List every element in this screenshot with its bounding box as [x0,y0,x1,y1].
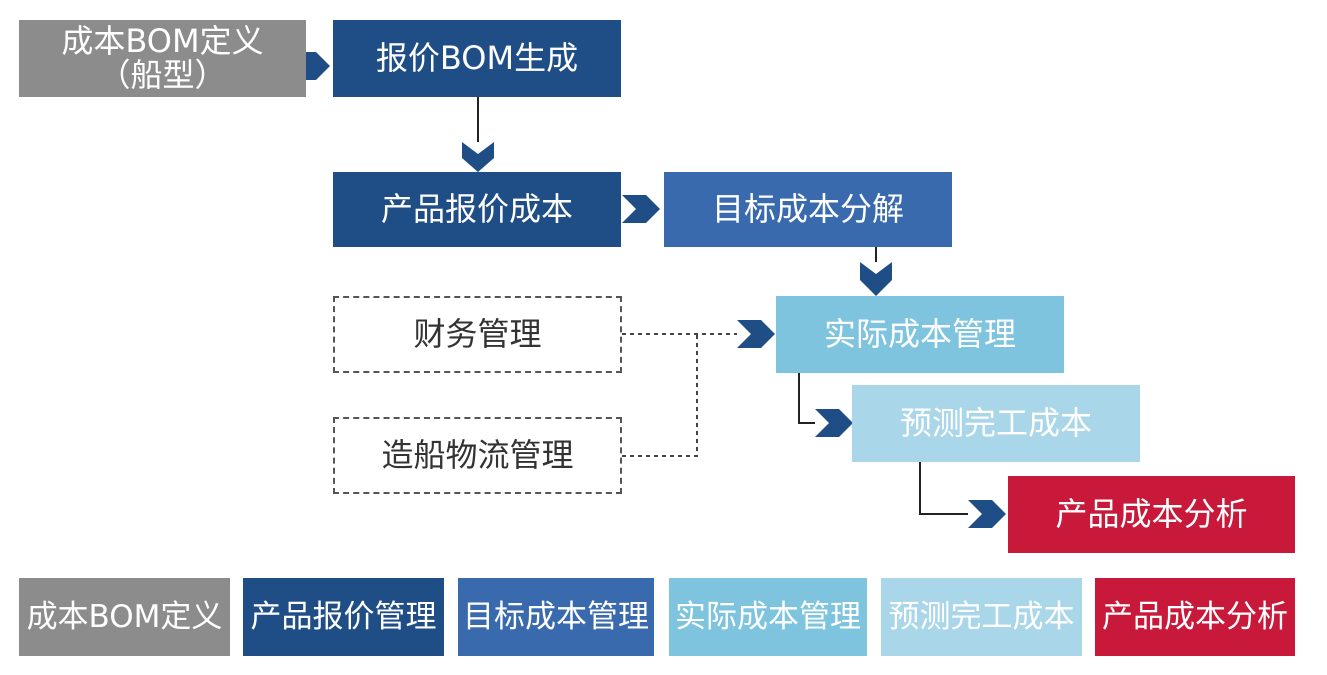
connector-dashed-logistics [622,334,698,457]
legend-label: 实际成本管理 [675,598,861,635]
connector-line-forecast-to-analysis [919,461,968,515]
legend-label: 目标成本管理 [463,598,649,635]
node-cost-bom-definition-line1: 成本BOM定义 [61,21,264,60]
legend-label: 成本BOM定义 [26,598,223,635]
node-product-cost-analysis: 产品成本分析 [1008,476,1295,553]
chevron-right-icon [737,320,775,348]
node-forecast-completion-cost-label: 预测完工成本 [899,403,1092,442]
node-actual-cost-management: 实际成本管理 [776,296,1064,373]
node-target-cost-decomposition-label: 目标成本分解 [711,189,904,228]
node-product-quote-cost: 产品报价成本 [333,172,621,247]
node-actual-cost-management-label: 实际成本管理 [823,314,1016,353]
legend-label: 产品报价管理 [250,598,437,635]
node-cost-bom-definition-line2: （船型） [98,55,227,94]
connector-line-actual-to-forecast [798,372,815,424]
node-finance-management-label: 财务管理 [413,314,542,353]
node-finance-management: 财务管理 [333,296,622,373]
chevron-down-icon [860,262,892,296]
node-shipbuilding-logistics: 造船物流管理 [333,417,622,494]
node-target-cost-decomposition: 目标成本分解 [664,172,952,247]
legend-label: 产品成本分析 [1102,598,1288,635]
node-shipbuilding-logistics-label: 造船物流管理 [381,435,574,474]
chevron-right-icon [968,500,1006,528]
legend-item-forecast-completion-cost: 预测完工成本 [881,578,1082,656]
legend-item-target-cost-management: 目标成本管理 [458,578,654,656]
legend-label: 预测完工成本 [888,598,1075,635]
chevron-down-icon [462,142,494,172]
legend-item-product-cost-analysis: 产品成本分析 [1095,578,1295,656]
chevron-right-icon [815,409,853,437]
legend-item-actual-cost-management: 实际成本管理 [669,578,867,656]
legend-item-cost-bom-definition: 成本BOM定义 [19,578,230,656]
node-product-quote-cost-label: 产品报价成本 [380,189,573,228]
node-cost-bom-definition: 成本BOM定义 （船型） [19,20,306,97]
chevron-right-icon [622,195,660,223]
node-quote-bom-generation-label: 报价BOM生成 [375,38,579,77]
node-product-cost-analysis-label: 产品成本分析 [1055,494,1248,533]
node-quote-bom-generation: 报价BOM生成 [333,20,621,97]
legend-item-product-quote-management: 产品报价管理 [243,578,444,656]
node-forecast-completion-cost: 预测完工成本 [852,385,1140,462]
